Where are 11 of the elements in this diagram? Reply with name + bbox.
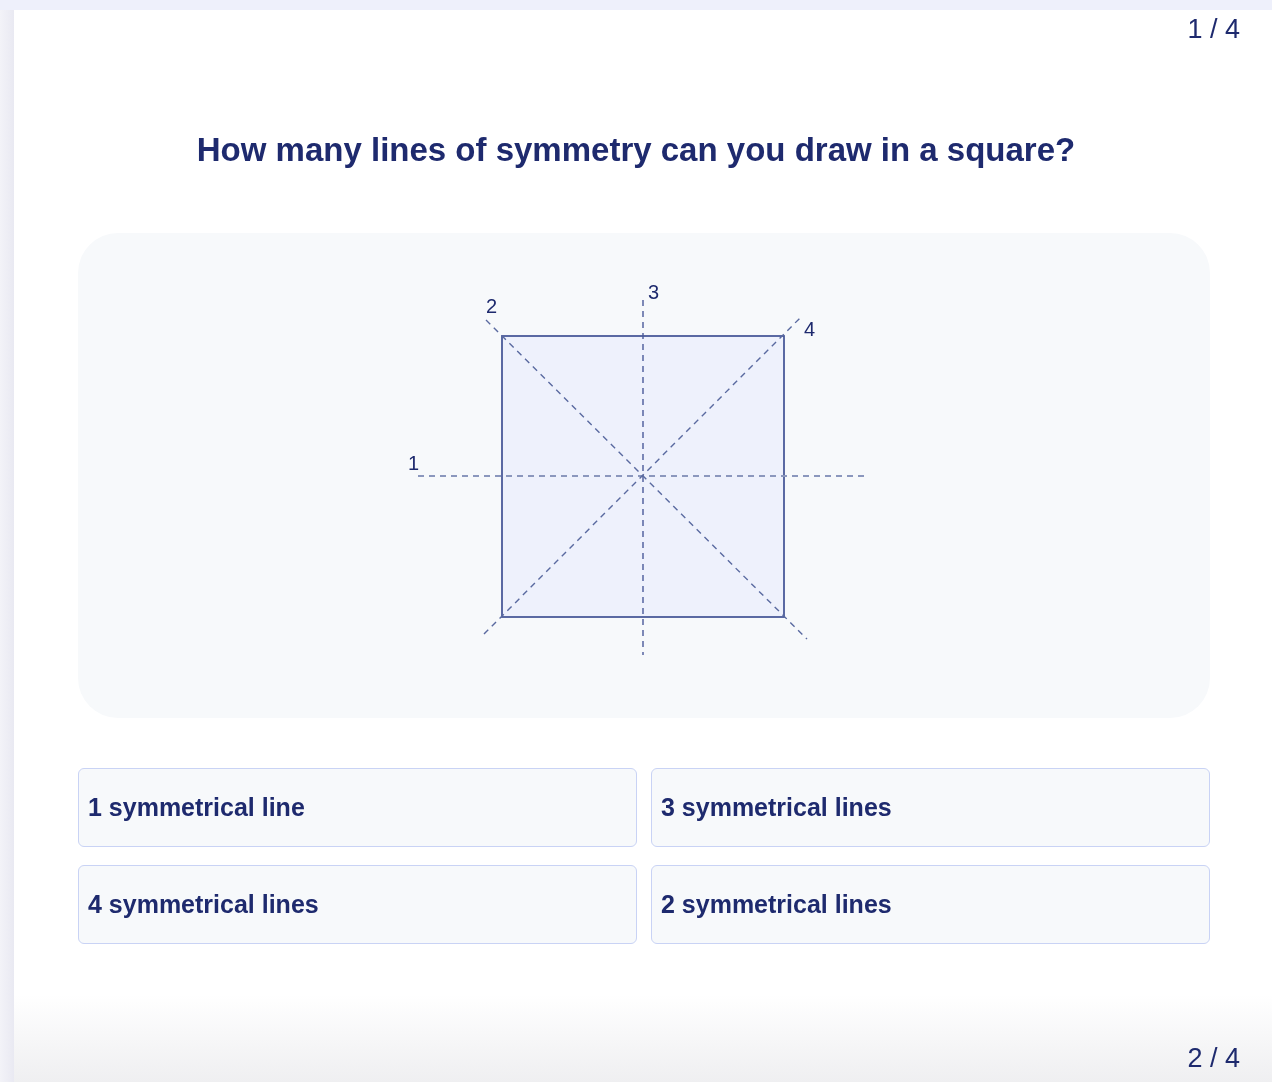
- answer-option: 3 symmetrical lines: [651, 768, 1210, 847]
- line-number: 3: [648, 282, 660, 302]
- answer-option: 1 symmetrical line: [78, 768, 637, 847]
- line-number: 4: [804, 319, 816, 339]
- question-title: How many lines of symmetry can you draw in a square?: [195, 130, 1077, 170]
- page-counter: 2 / 4: [1187, 1045, 1240, 1072]
- answer-option: 4 symmetrical lines: [78, 865, 637, 944]
- answer-option: 2 symmetrical lines: [651, 865, 1210, 944]
- line-number: 1: [408, 453, 420, 473]
- line-number: 2: [486, 296, 498, 316]
- page-counter: 1 / 4: [1187, 16, 1240, 43]
